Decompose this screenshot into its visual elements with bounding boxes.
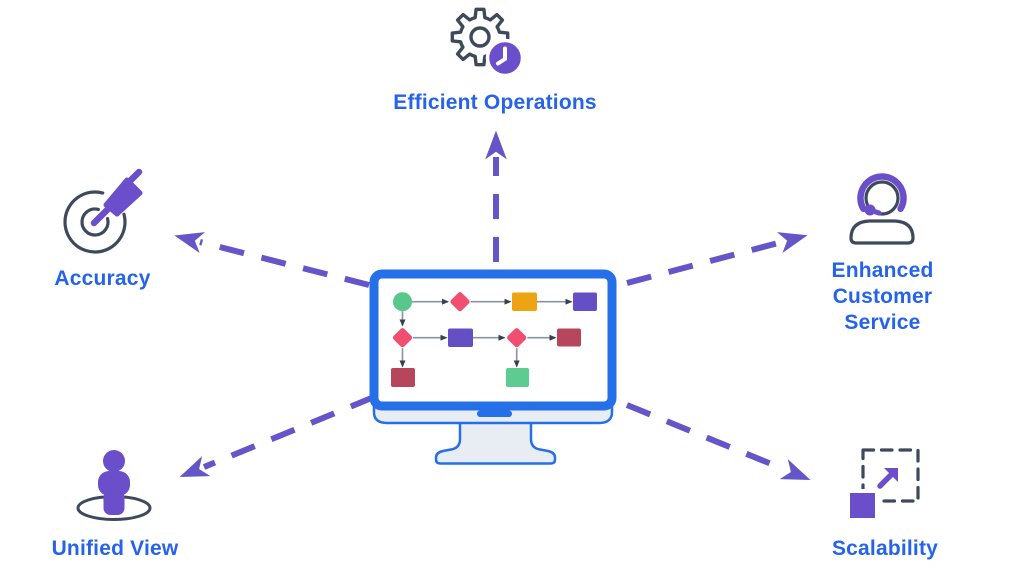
monitor-flowchart-illustration: [369, 269, 617, 465]
flow-node-task-purple: [448, 328, 473, 347]
benefit-label: Enhanced Customer Service: [831, 259, 934, 335]
benefit-label: Scalability: [831, 537, 939, 560]
arrow-to-enhanced-customer-service: [626, 232, 808, 286]
flow-node-start-circle: [393, 292, 412, 312]
support-agent-headset-icon: [848, 173, 915, 245]
benefit-enhanced-customer-service: Enhanced Customer Service: [795, 164, 970, 336]
benefit-label: Accuracy: [54, 267, 151, 290]
monitor-chin-pill: [477, 410, 512, 417]
flow-node-decision-diamond: [450, 292, 470, 312]
dashed-outline-square: [861, 448, 920, 503]
arrow-to-scalability: [625, 402, 811, 480]
flowchart-connectors: [399, 298, 573, 368]
person-spotlight-icon: [76, 450, 152, 521]
gear-clock-icon: [450, 7, 524, 78]
benefit-accuracy: Accuracy: [10, 166, 195, 292]
arrow-to-unified-view: [179, 394, 376, 478]
scale-expand-icon: [846, 448, 920, 522]
flow-node-task-purple: [573, 292, 597, 311]
benefit-label: Efficient Operations: [393, 91, 597, 114]
flow-node-task-red: [557, 328, 581, 347]
flow-node-task-red: [391, 368, 415, 387]
target-dart-icon: [63, 168, 143, 254]
flow-node-task-green: [506, 368, 529, 387]
benefit-unified-view: Unified View: [15, 438, 215, 562]
flowchart-nodes: [391, 292, 597, 387]
benefit-label: Unified View: [51, 537, 179, 560]
benefit-efficient-operations: Efficient Operations: [345, 2, 645, 116]
monitor-screen: [369, 269, 617, 411]
flow-node-decision-diamond: [507, 328, 527, 348]
benefit-scalability: Scalability: [785, 438, 985, 562]
arrow-to-accuracy: [174, 232, 370, 288]
headset-band: [856, 173, 907, 213]
flow-node-task-orange: [512, 292, 537, 311]
flow-node-decision-diamond: [392, 328, 413, 348]
solid-square: [846, 489, 879, 522]
expand-arrow: [877, 472, 894, 489]
monitor-stand: [434, 416, 557, 465]
clock-hands: [495, 46, 507, 66]
